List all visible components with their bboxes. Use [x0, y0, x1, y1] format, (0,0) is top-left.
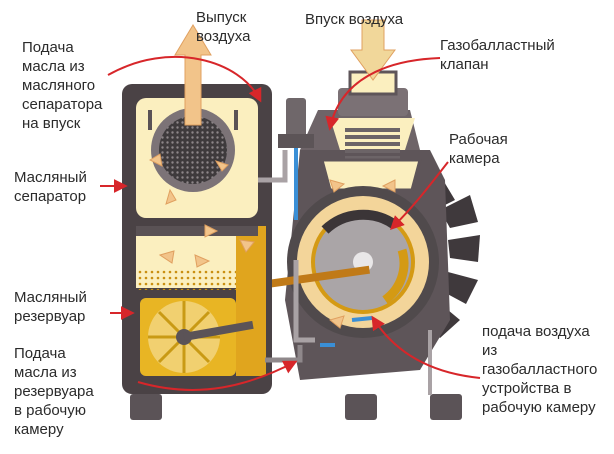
pump-feet — [130, 394, 462, 420]
oil-pipes — [258, 150, 432, 395]
intake-label: Впуск воздуха — [305, 11, 404, 28]
gas-ballast-valve — [278, 98, 314, 220]
air-flow-arrows — [148, 19, 396, 329]
exhaust-label: Выпуск воздуха — [196, 9, 251, 45]
oil-to-chamber-label: Подача масла из резервуара в рабочую кам… — [14, 345, 94, 438]
separator-filter — [148, 108, 238, 192]
oil-separator-label: Масляный сепаратор — [14, 169, 87, 205]
working-chamber-label: Рабочая камера — [449, 131, 508, 167]
oil-impeller — [148, 301, 254, 373]
air-from-ballast-label: подача воздуха из газобалластного устрой… — [482, 323, 598, 416]
oil-to-intake-label: Подача масла из масляного сепаратора на … — [22, 39, 103, 132]
oil-reservoir-label: Масляный резервуар — [14, 289, 87, 325]
pointer-arrows — [100, 55, 481, 391]
gas-ballast-valve-label: Газобалластный клапан — [440, 37, 555, 73]
